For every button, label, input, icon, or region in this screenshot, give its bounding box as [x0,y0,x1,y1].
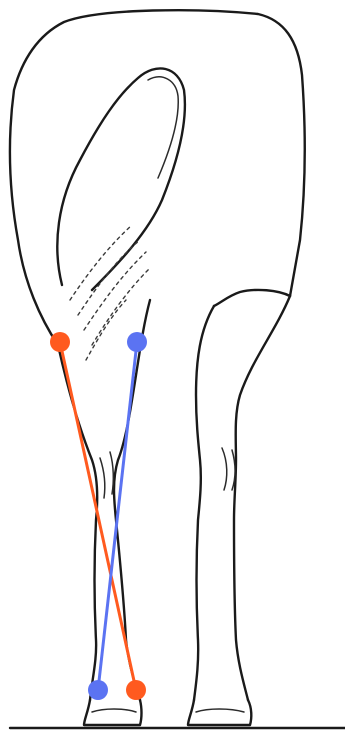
tail-outline [57,68,185,360]
orange-point-bottom [126,680,146,700]
orange-line [60,342,136,690]
left-hind-leg [58,300,150,725]
right-hind-leg [188,296,290,725]
orange-point-top [50,332,70,352]
blue-point-bottom [88,680,108,700]
hindquarters-outline [10,10,305,345]
blue-point-top [127,332,147,352]
blue-line [98,342,137,690]
